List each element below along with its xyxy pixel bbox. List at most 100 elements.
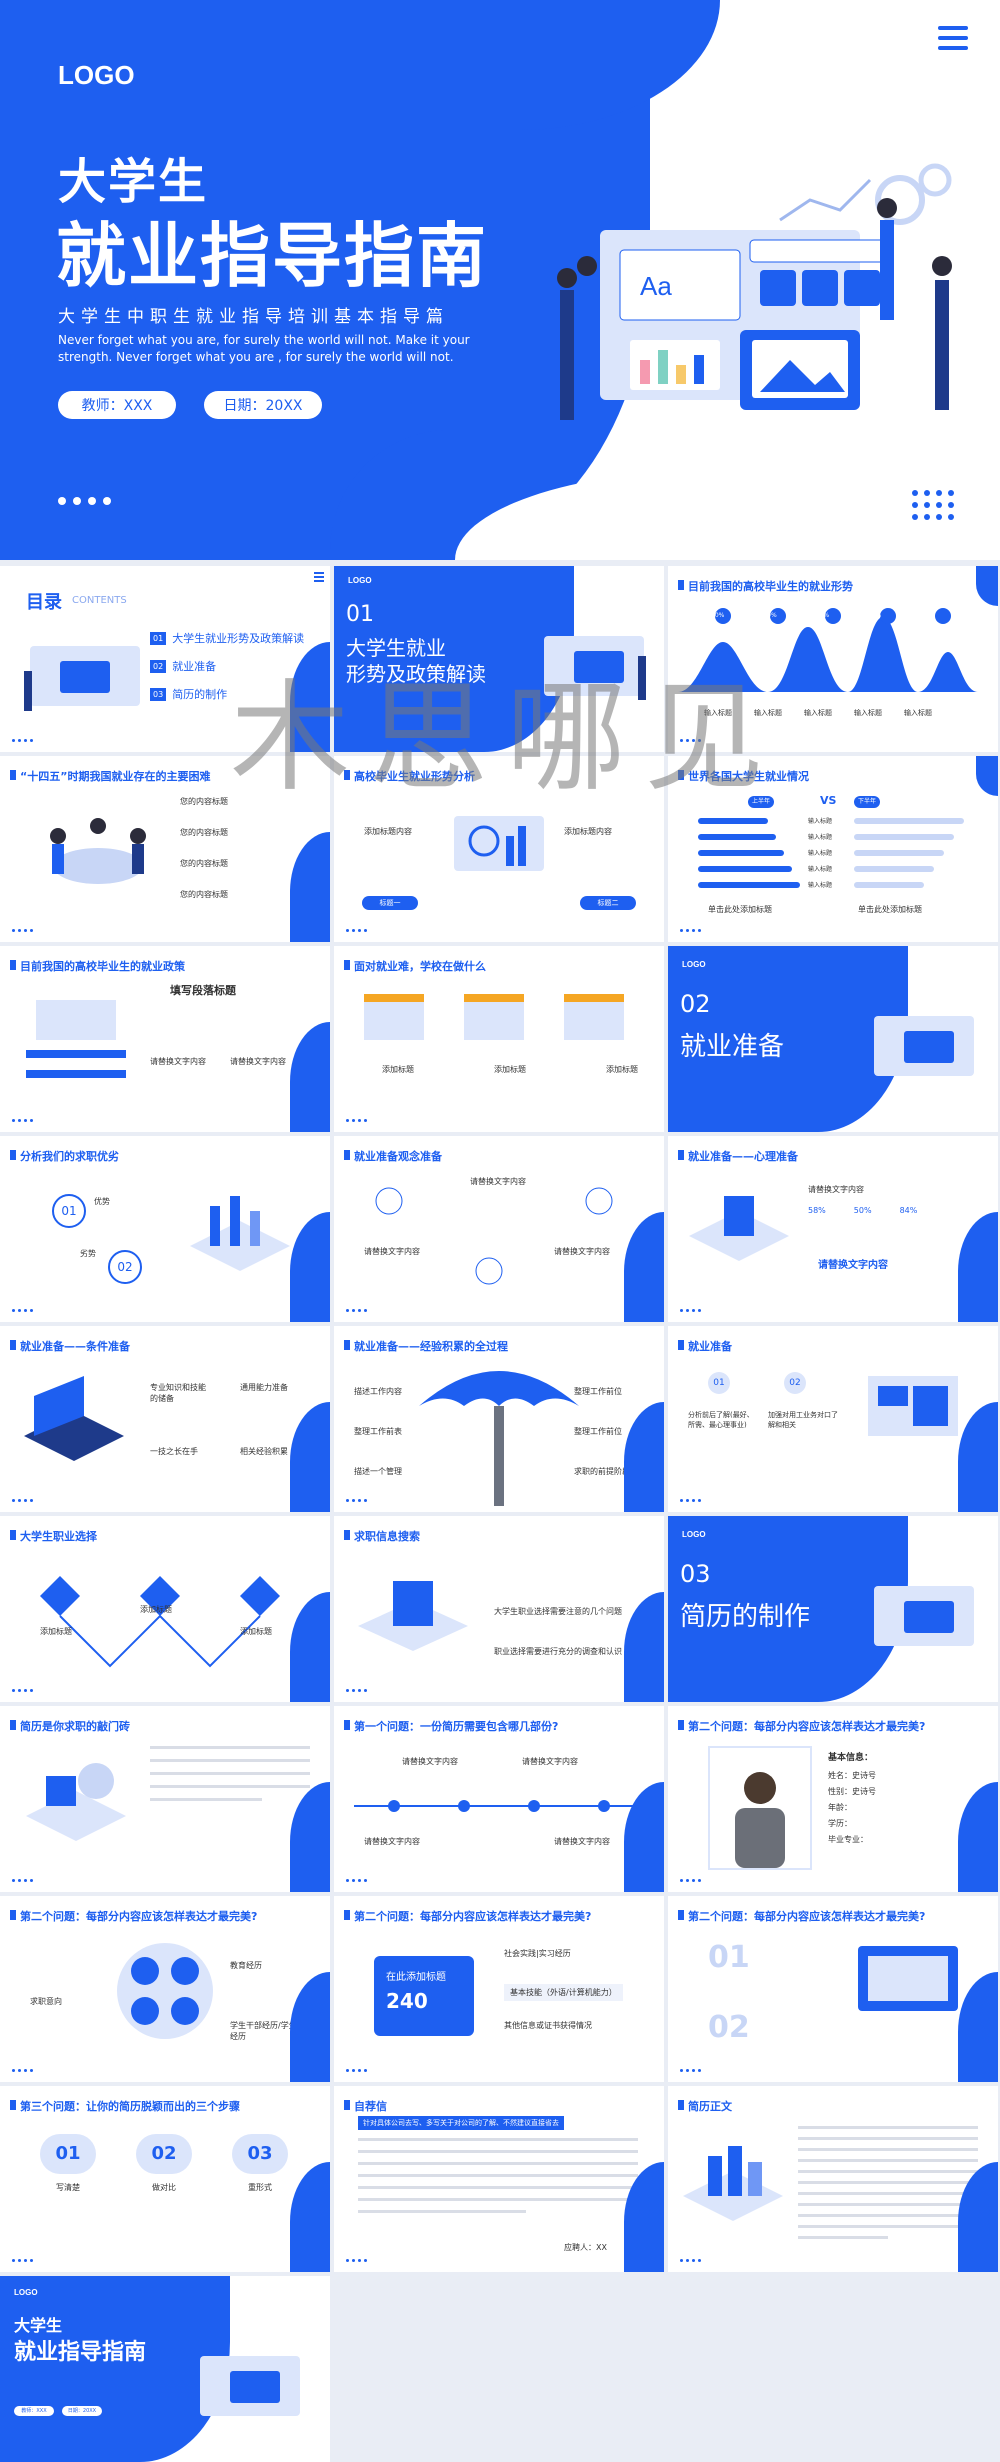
slide-resume-numbered[interactable]: 第二个问题：每部分内容应该怎样表达才最完美? 01 02 [668, 1896, 998, 2082]
slide-mindset[interactable]: 就业准备观念准备 请替换文字内容 请替换文字内容 请替换文字内容 [334, 1136, 664, 1322]
section-illustration [874, 1586, 974, 1646]
search-item: 大学生职业选择需要注意的几个问题 [494, 1607, 622, 1616]
slide-career-choice[interactable]: 大学生职业选择 添加标题 添加标题 添加标题 [0, 1516, 330, 1702]
date-pill: 日期：20XX [204, 391, 322, 419]
contents-item-label: 就业准备 [172, 660, 217, 673]
cons-number: 02 [108, 1250, 142, 1284]
resume-section-label: 教育经历 [230, 1961, 262, 1970]
slide-job-search[interactable]: 求职信息搜索 大学生职业选择需要注意的几个问题 职业选择需要进行充分的调查和认识 [334, 1516, 664, 1702]
slide-resume-body[interactable]: 简历正文 [668, 2086, 998, 2272]
slide-employment-situation[interactable]: 目前我国的高校毕业生的就业形势 40%60%80%50%70% 输入标题输入标题… [668, 566, 998, 752]
slide-title: 第一个问题：一份简历需要包含哪几部份? [354, 1720, 559, 1733]
city-illustration [683, 2146, 783, 2221]
title-button-2[interactable]: 标题二 [580, 896, 636, 910]
screens-illustration [868, 1376, 958, 1436]
slide-world-employment[interactable]: 世界各国大学生就业情况 上半年 VS 下半年 输入标题输入标题输入标题输入标题输… [668, 756, 998, 942]
slide-resume-sections[interactable]: 第二个问题：每部分内容应该怎样表达才最完美? 求职意向 教育经历 学生干部经历/… [0, 1896, 330, 2082]
prep-number-1: 01 [708, 1372, 730, 1394]
slide-title: 就业准备 [688, 1340, 732, 1353]
stat-card-title: 在此添加标题 [386, 1972, 446, 1983]
shops-illustration [364, 994, 624, 1040]
slide-resume-stats[interactable]: 第二个问题：每部分内容应该怎样表达才最完美? 在此添加标题 240 社会实践|实… [334, 1896, 664, 2082]
slide-section-03[interactable]: LOGO 03 简历的制作 [668, 1516, 998, 1702]
employment-wave-chart [678, 608, 978, 692]
slide-cover-letter[interactable]: 自荐信 针对具体公司去写、多写关于对公司的了解、不然建议直接省去 应聘人：XX [334, 2086, 664, 2272]
section-illustration [874, 1016, 974, 1076]
section-number: 03 [680, 1560, 711, 1588]
slide-school-actions[interactable]: 面对就业难，学校在做什么 添加标题添加标题添加标题 [334, 946, 664, 1132]
end-teacher-pill: 教师：XXX [14, 2406, 54, 2416]
contents-title: 目录 [26, 592, 62, 613]
resume-part: 请替换文字内容 [554, 1837, 610, 1846]
slide-title: 第二个问题：每部分内容应该怎样表达才最完美? [688, 1910, 926, 1923]
psych-percents: 58%50%84% [808, 1206, 918, 1215]
exp-left-1: 描述工作内容 [354, 1387, 402, 1396]
cover-letter-sign: 应聘人：XX [564, 2243, 607, 2252]
section-number: 02 [680, 990, 711, 1018]
slide-title: 高校毕业生就业形势分析 [354, 770, 475, 783]
stat-row: 社会实践|实习经历 [504, 1949, 571, 1958]
slide-section-01[interactable]: LOGO 01 大学生就业 形势及政策解读 [334, 566, 664, 752]
classroom-illustration [26, 1000, 126, 1078]
stat-row: 基本技能（外语/计算机能力） [504, 1984, 623, 2001]
slide-title: 分析我们的求职优劣 [20, 1150, 119, 1163]
slide-title: 目前我国的高校毕业生的就业政策 [20, 960, 185, 973]
section-title-line1: 就业准备 [680, 1032, 785, 1062]
vs-caption-right: 单击此处添加标题 [858, 905, 922, 914]
numbered-02: 02 [708, 2010, 750, 2045]
leaf-icon [585, 1187, 613, 1215]
lightbulb-illustration [26, 1763, 126, 1841]
vs-bar-left [698, 866, 792, 872]
search-illustration [358, 1581, 468, 1651]
slide-experience[interactable]: 就业准备——经验积累的全过程 描述工作内容 整理工作前表 描述一个管理 整理工作… [334, 1326, 664, 1512]
exp-right-1: 整理工作前位 [574, 1387, 622, 1396]
pros-label: 优势 [94, 1197, 110, 1206]
prep-text-1: 分析前后了解(最好、所需、最心理事业) [688, 1411, 754, 1429]
slide-basic-info[interactable]: 第二个问题：每部分内容应该怎样表达才最完美? 基本信息： 姓名：史诗号性别：史诗… [668, 1706, 998, 1892]
slide-policy[interactable]: 目前我国的高校毕业生的就业政策 填写段落标题 请替换文字内容 请替换文字内容 [0, 946, 330, 1132]
slide-conditions[interactable]: 就业准备——条件准备 专业知识和技能的储备 通用能力准备 一技之长在手 相关经验… [0, 1326, 330, 1512]
choice-item: 添加标题 [40, 1627, 72, 1636]
monitor-illustration [858, 1946, 958, 2011]
slide-psych-prep[interactable]: 就业准备——心理准备 请替换文字内容 58%50%84% 请替换文字内容 [668, 1136, 998, 1322]
slide-title: 第二个问题：每部分内容应该怎样表达才最完美? [20, 1910, 258, 1923]
contents-item-num: 03 [150, 687, 167, 701]
slide-title: 第二个问题：每部分内容应该怎样表达才最完美? [354, 1910, 592, 1923]
cover-letter-body [358, 2138, 638, 2213]
vs-bar-right [854, 834, 954, 840]
slide-title: 第三个问题：让你的简历脱颖而出的三个步骤 [20, 2100, 240, 2113]
slide-resume-door[interactable]: 简历是你求职的敲门砖 [0, 1706, 330, 1892]
basic-info-list: 姓名：史诗号性别：史诗号年龄：学历：毕业专业： [828, 1771, 876, 1844]
contents-item[interactable]: 03 简历的制作 [150, 686, 304, 702]
leaf-icon [375, 1187, 403, 1215]
search-item: 职业选择需要进行充分的调查和认识 [494, 1647, 622, 1656]
numbered-01: 01 [708, 1940, 750, 1975]
title-button-1[interactable]: 标题一 [362, 896, 418, 910]
hexagon-cluster [117, 1943, 213, 2039]
slide-title: 第二个问题：每部分内容应该怎样表达才最完美? [688, 1720, 926, 1733]
menu-icon[interactable] [938, 26, 968, 56]
portrait-photo [708, 1746, 812, 1870]
slide-graduate-analysis[interactable]: 高校毕业生就业形势分析 添加标题内容 添加标题内容 标题一 标题二 [334, 756, 664, 942]
contents-item-label: 简历的制作 [172, 688, 228, 701]
resume-part: 请替换文字内容 [402, 1757, 458, 1766]
slide-employment-prep[interactable]: 就业准备 01 02 分析前后了解(最好、所需、最心理事业) 加强对用工业务对口… [668, 1326, 998, 1512]
svg-text:Aa: Aa [640, 271, 672, 301]
cons-label: 劣势 [80, 1249, 96, 1258]
logo: LOGO [348, 576, 372, 585]
slide-section-02[interactable]: LOGO 02 就业准备 [668, 946, 998, 1132]
employment-wave-labels: 输入标题输入标题输入标题输入标题输入标题 [704, 709, 932, 717]
slide-pros-cons[interactable]: 分析我们的求职优劣 01 优势 02 劣势 [0, 1136, 330, 1322]
slide-resume-parts[interactable]: 第一个问题：一份简历需要包含哪几部份? 请替换文字内容 请替换文字内容 请替换文… [334, 1706, 664, 1892]
vs-label: VS [820, 794, 837, 807]
slide-end[interactable]: LOGO 大学生 就业指导指南 教师：XXX 日期：20XX [0, 2276, 330, 2462]
slide-difficulties[interactable]: “十四五”时期我国就业存在的主要困难 您的内容标题 您的内容标题 您的内容标题 … [0, 756, 330, 942]
policy-right: 请替换文字内容 [230, 1057, 286, 1066]
decor-dot-grid [912, 490, 954, 520]
